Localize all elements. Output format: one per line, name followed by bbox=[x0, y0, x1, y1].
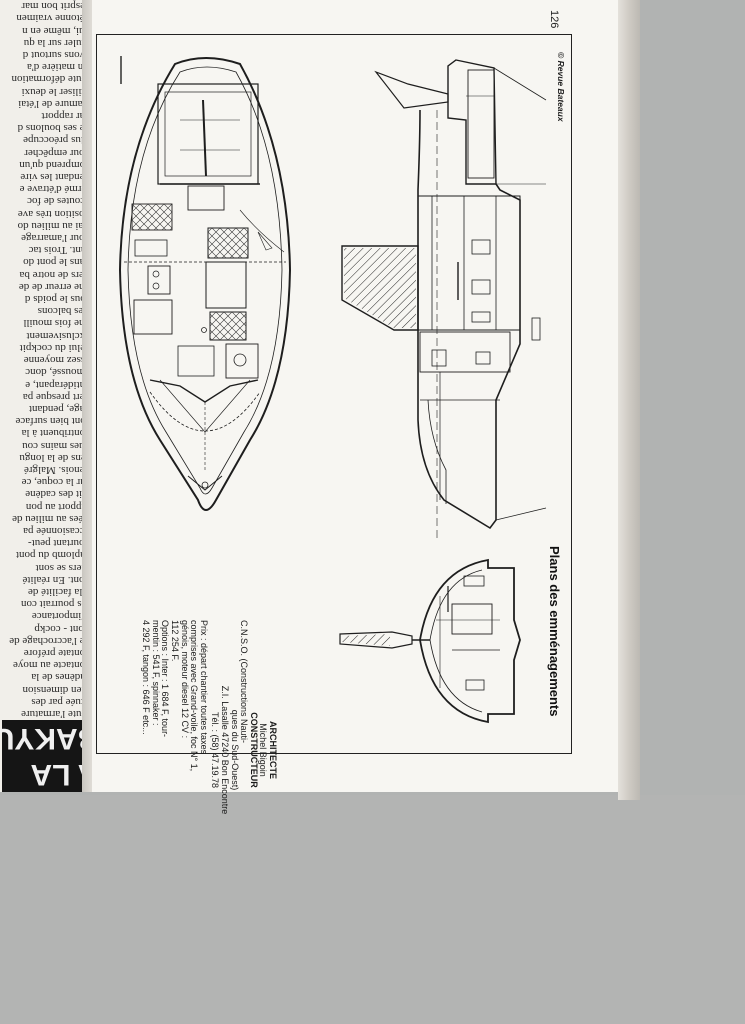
options-line: mentin : 541 F, spinnaker : bbox=[150, 620, 161, 726]
section-view bbox=[339, 558, 521, 724]
options-line: Options : Inter : 1 684 F, tour- bbox=[160, 620, 171, 738]
builder-line: Tél. : (58) 47.19.78 bbox=[210, 711, 221, 789]
options-line: 4 292 F, tangon : 646 F etc... bbox=[141, 620, 152, 735]
price-line: 112 254 F. bbox=[170, 620, 181, 662]
right-page bbox=[92, 0, 622, 792]
page-edge bbox=[618, 0, 640, 800]
price-line: génois, moteur diesel 12 CV : bbox=[179, 620, 190, 739]
credits-block: ARCHITECTE Michel Bigoin CONSTRUCTEUR C.… bbox=[141, 620, 278, 880]
plan-view bbox=[118, 57, 292, 511]
profile-view bbox=[341, 59, 547, 540]
architect-heading: ARCHITECTE bbox=[268, 721, 278, 779]
price-line: Prix : départ chantier toutes taxes bbox=[198, 620, 209, 755]
figure-frame bbox=[96, 34, 572, 754]
architect-name: Michel Bigoin bbox=[258, 723, 269, 777]
builder-heading: CONSTRUCTEUR bbox=[248, 712, 259, 788]
price-line: comprises avec Grand-voile, foc N° 1, bbox=[189, 620, 200, 772]
builder-line: Z.I. Lasalle 47240 Bon Encontre bbox=[220, 685, 231, 815]
builder-line: ques du Sud-Ouest) bbox=[229, 709, 240, 791]
scanner-bed bbox=[0, 795, 745, 1024]
builder-line: C.N.S.O. (Constructions Nauti- bbox=[239, 620, 250, 744]
